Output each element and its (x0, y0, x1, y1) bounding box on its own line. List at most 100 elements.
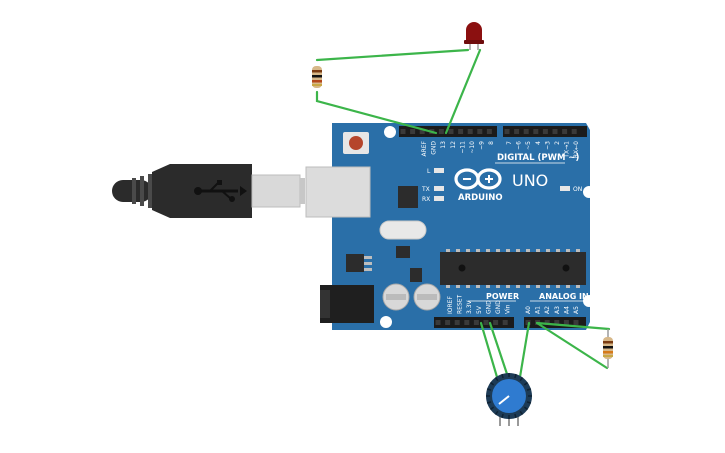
wire-a1-to-resistor[interactable] (535, 321, 611, 331)
pin-label: GND (485, 300, 492, 314)
resistor-analog[interactable] (603, 329, 613, 368)
svg-text:RX: RX (422, 196, 430, 203)
header-pin-hole[interactable] (483, 320, 489, 325)
header-pin-hole[interactable] (445, 320, 451, 325)
svg-text:L: L (427, 168, 431, 175)
red-led[interactable] (464, 22, 484, 50)
pin-label: 2 (554, 141, 561, 145)
pin-label: Vin (505, 304, 512, 314)
header-pin-hole[interactable] (544, 320, 550, 325)
header-pin-hole[interactable] (435, 320, 441, 325)
digital-header-label: DIGITAL (PWM ~) (497, 153, 579, 163)
mounting-hole (384, 126, 396, 138)
mounting-hole (583, 186, 595, 198)
header-pin-hole[interactable] (554, 320, 560, 325)
pin-label: 3.3V (466, 299, 473, 314)
analog-header-label: ANALOG IN (539, 292, 589, 301)
wire-pot-to-5v[interactable] (479, 321, 499, 379)
header-pin-hole[interactable] (514, 129, 520, 134)
header-pin-hole[interactable] (438, 129, 444, 134)
header-pin-hole[interactable] (563, 320, 569, 325)
header-pin-hole[interactable] (504, 129, 510, 134)
pin-label: ~10 (469, 141, 476, 154)
pin-label: A5 (573, 306, 580, 314)
wire-led-to-pin13[interactable] (444, 48, 482, 135)
infinity-logo-icon (454, 168, 502, 190)
pin-label: ~11 (459, 141, 466, 154)
wire-pot-wiper-to-a0[interactable] (518, 321, 531, 379)
header-pin-hole[interactable] (400, 129, 406, 134)
pin-label: ~6 (516, 141, 523, 150)
mounting-hole (583, 295, 595, 307)
wire-resistor-to-led[interactable] (315, 48, 470, 62)
wires (315, 48, 611, 379)
power-header[interactable] (434, 317, 514, 328)
header-pin-hole[interactable] (419, 129, 425, 134)
pin-label: RX←0 (573, 141, 580, 158)
pin-label: 13 (440, 141, 447, 149)
wire-resistor-to-gnd[interactable] (315, 90, 438, 135)
header-pin-hole[interactable] (410, 129, 416, 134)
header-pin-hole[interactable] (533, 129, 539, 134)
header-pin-hole[interactable] (523, 129, 529, 134)
resistor-led[interactable] (312, 66, 322, 88)
pin-label: RESET (457, 294, 464, 314)
digital-header-right[interactable] (503, 126, 587, 137)
header-pin-hole[interactable] (525, 320, 531, 325)
usb-plug-metal (251, 174, 301, 208)
pin-label: A1 (535, 306, 542, 314)
usb-controller-chip (398, 186, 418, 208)
usb-cable[interactable] (112, 164, 305, 218)
header-pin-hole[interactable] (473, 320, 479, 325)
onboard-led-rx: RX (422, 196, 444, 203)
header-pin-hole[interactable] (573, 320, 579, 325)
crystal-oscillator (379, 220, 427, 240)
model-text: UNO (512, 171, 548, 190)
pin-label: A0 (525, 306, 532, 314)
header-pin-hole[interactable] (486, 129, 492, 134)
header-pin-hole[interactable] (477, 129, 483, 134)
pin-label: GND (431, 141, 438, 155)
wire-pot-to-gnd[interactable] (488, 321, 510, 379)
power-header-label: POWER (486, 292, 519, 301)
onboard-led-l: L (427, 168, 444, 175)
onboard-led-on: ON (560, 186, 582, 193)
pin-label: A3 (554, 306, 561, 314)
header-pin-hole[interactable] (552, 129, 558, 134)
potentiometer[interactable] (486, 373, 532, 426)
header-pin-hole[interactable] (571, 129, 577, 134)
usb-symbol-icon (194, 180, 247, 202)
pin-label: A4 (563, 306, 570, 314)
pin-label: ~3 (544, 141, 551, 150)
header-pin-hole[interactable] (502, 320, 508, 325)
svg-text:ON: ON (573, 186, 582, 193)
voltage-regulator (346, 254, 372, 272)
header-pin-hole[interactable] (542, 129, 548, 134)
header-pin-hole[interactable] (493, 320, 499, 325)
pin-label: 12 (450, 141, 457, 149)
header-pin-hole[interactable] (448, 129, 454, 134)
header-pin-hole[interactable] (458, 129, 464, 134)
pin-label: IOREF (447, 296, 454, 314)
smd-chip (396, 246, 410, 258)
pin-label: 4 (535, 141, 542, 145)
pin-label: ~5 (525, 141, 532, 150)
brand-text: ARDUINO (458, 193, 503, 203)
header-pin-hole[interactable] (464, 320, 470, 325)
reset-button[interactable] (343, 132, 369, 154)
wire-a1-to-resistor-bottom[interactable] (535, 321, 609, 370)
pin-label: A2 (544, 306, 551, 314)
smd-chip (410, 268, 422, 282)
pin-label: 5V (476, 305, 483, 314)
header-pin-hole[interactable] (454, 320, 460, 325)
pot-indicator (498, 395, 510, 405)
pin-label: TX→1 (564, 141, 571, 159)
capacitor (413, 283, 441, 311)
header-pin-hole[interactable] (467, 129, 473, 134)
header-pin-hole[interactable] (562, 129, 568, 134)
